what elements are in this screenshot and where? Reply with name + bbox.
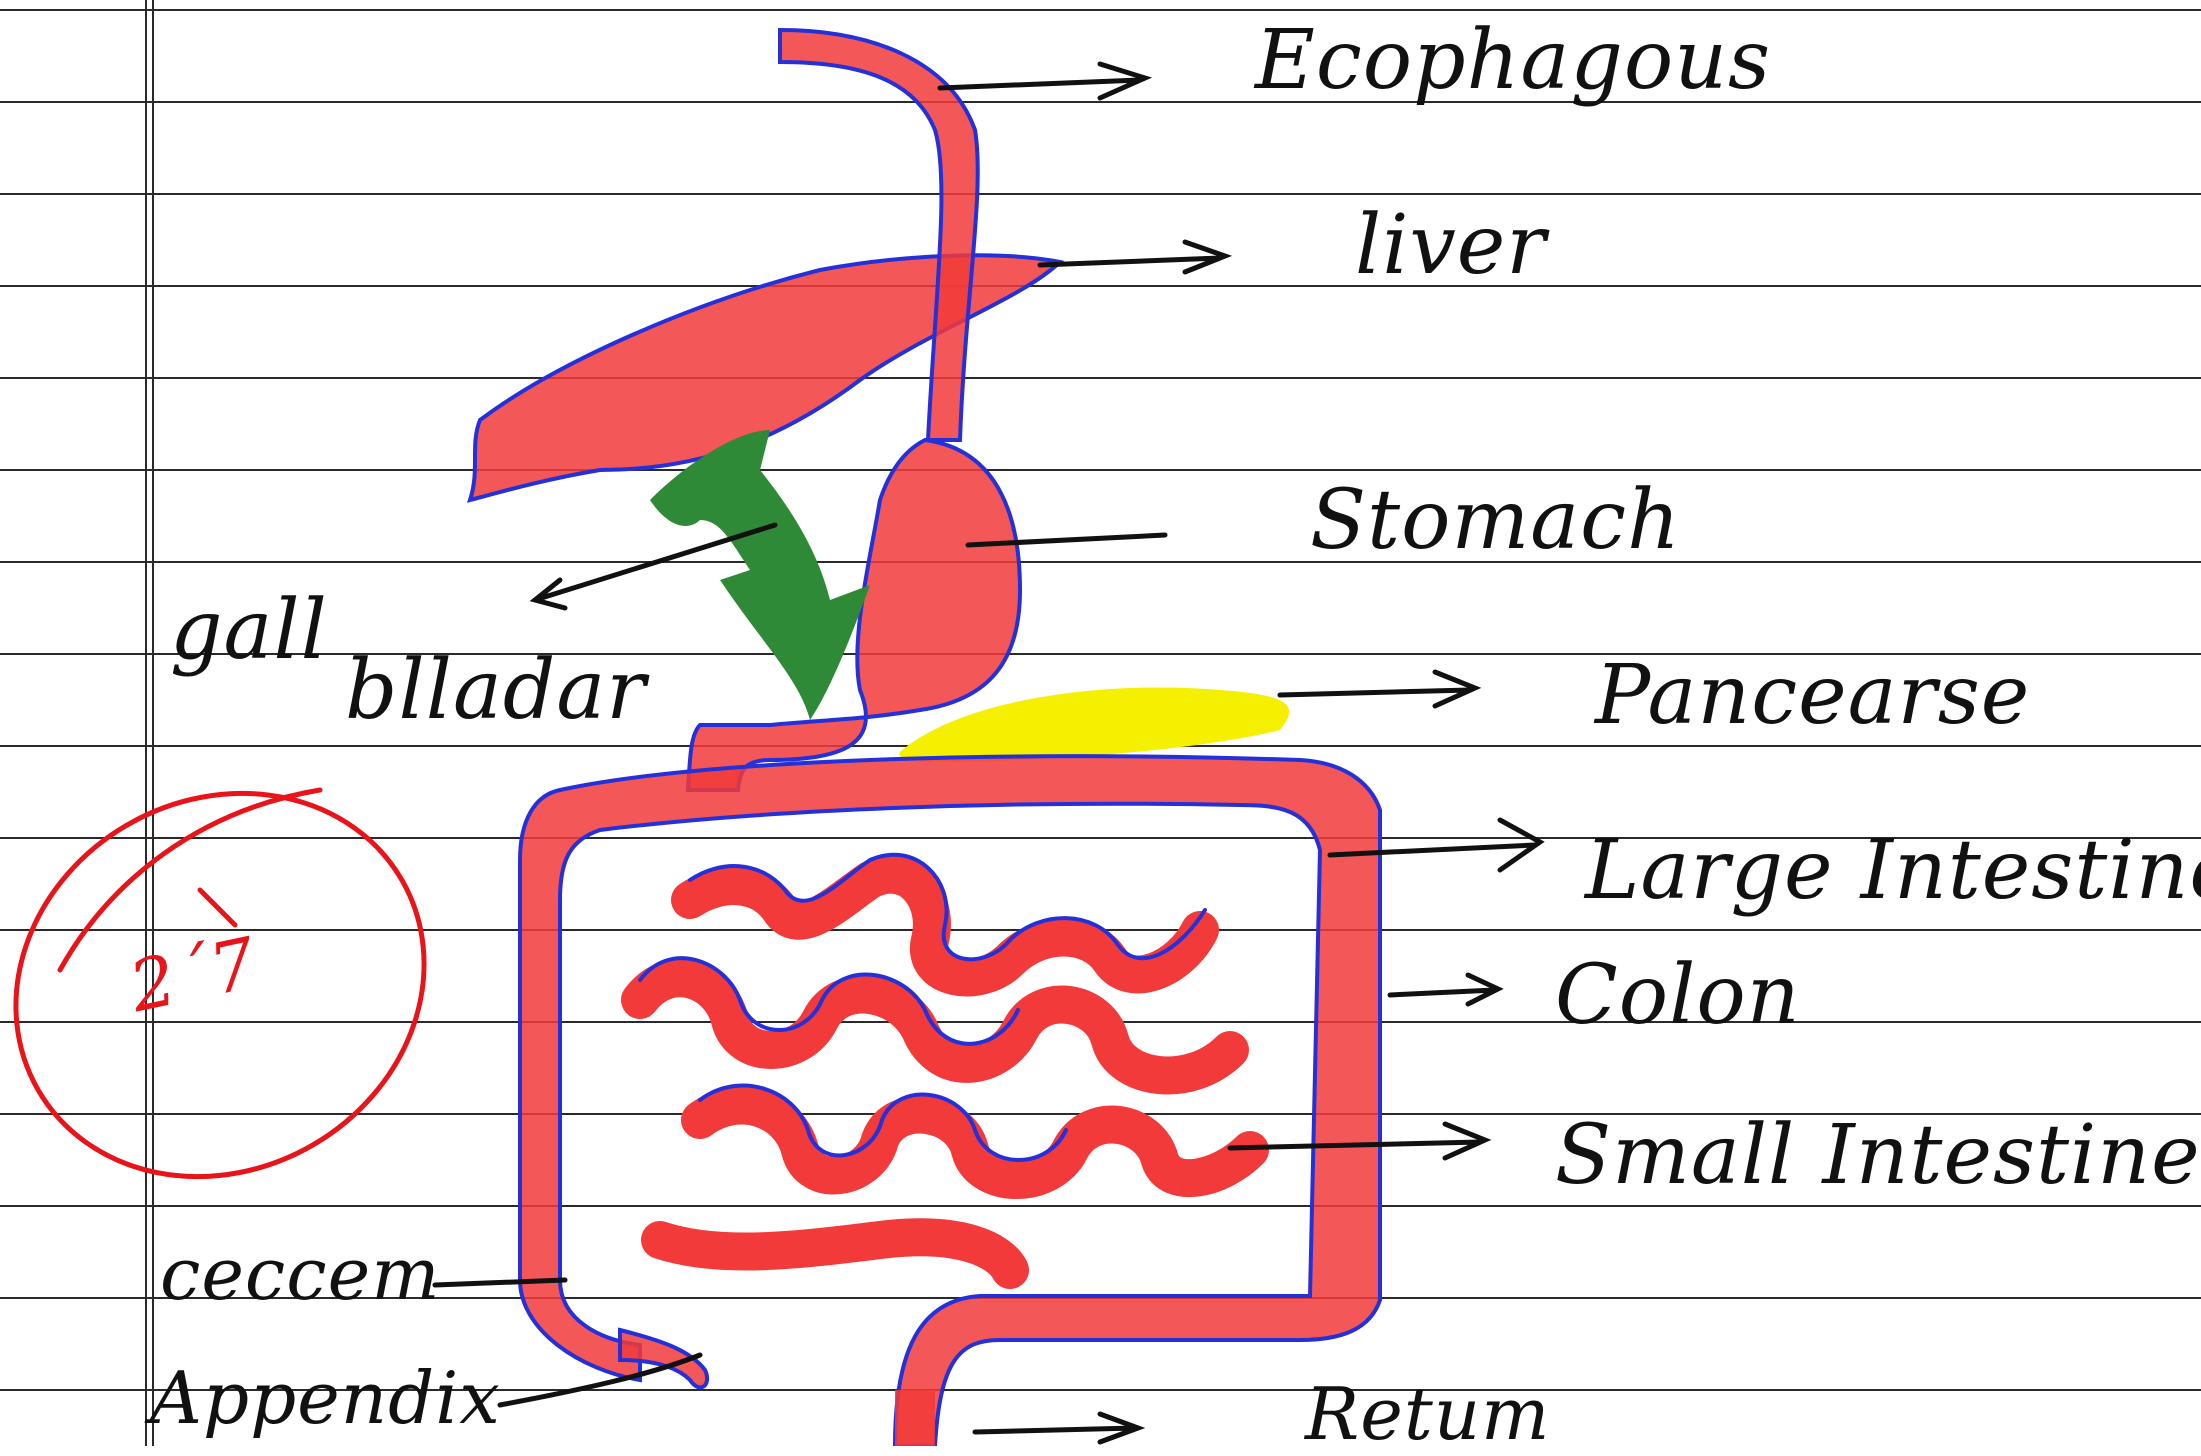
label-liver: liver: [1355, 205, 1547, 287]
label-gall-bladder-line2: blladar: [345, 650, 646, 732]
arrow-esophagus: [940, 64, 1145, 98]
arrow-colon: [1390, 975, 1498, 1004]
label-small-intestine: Small Intestine: [1555, 1115, 2201, 1197]
label-esophagus: Ecophagous: [1255, 20, 1771, 102]
label-colon: Colon: [1555, 955, 1801, 1037]
gall-bladder-shape: [650, 430, 870, 720]
label-pancreas: Pancearse: [1595, 655, 2030, 737]
label-rectum: Retum: [1305, 1378, 1550, 1450]
label-appendix: Appendix: [150, 1362, 501, 1434]
arrow-liver: [1040, 242, 1225, 272]
label-large-intestine: Large Intestine: [1585, 830, 2201, 912]
label-stomach: Stomach: [1310, 480, 1681, 562]
rectum-shape: [895, 1390, 935, 1446]
arrow-rectum: [975, 1414, 1138, 1442]
arrow-pancreas: [1280, 672, 1475, 706]
label-cecum: ceccem: [160, 1238, 440, 1310]
margin-line: [146, 0, 153, 1446]
label-gall-bladder-line1: gall: [170, 590, 328, 672]
